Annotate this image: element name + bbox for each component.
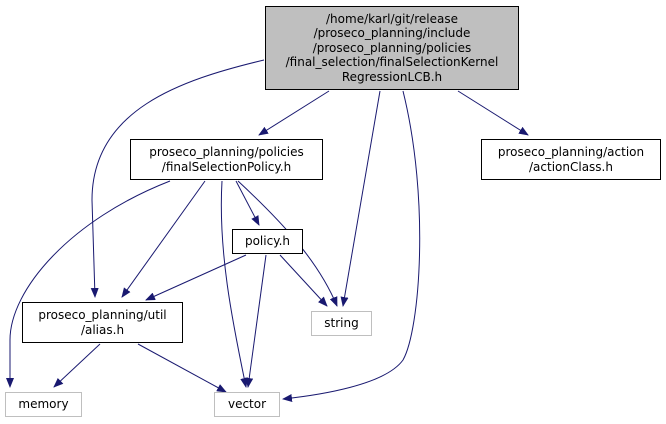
node-root-line-3: /proseco_planning/policies <box>312 40 472 55</box>
edge-root-to-vector <box>282 90 421 403</box>
edge-final-selection-policy-to-policy <box>235 180 260 226</box>
node-vector-line-1: vector <box>227 397 267 412</box>
node-root[interactable]: /home/karl/git/release /proseco_planning… <box>265 6 519 90</box>
edge-root-to-alias <box>90 59 265 298</box>
node-action-class-line-1: proseco_planning/action <box>497 145 645 159</box>
node-alias[interactable]: proseco_planning/util /alias.h <box>22 302 183 343</box>
edge-policy-to-vector <box>245 254 267 388</box>
node-root-line-5: RegressionLCB.h <box>341 69 443 84</box>
node-string[interactable]: string <box>311 311 372 336</box>
node-final-selection-policy[interactable]: proseco_planning/policies /finalSelectio… <box>130 139 323 180</box>
node-policy[interactable]: policy.h <box>232 229 303 254</box>
node-root-line-4: /final_selection/finalSelectionKernel <box>285 55 499 70</box>
node-string-line-1: string <box>324 316 359 331</box>
node-policy-line-1: policy.h <box>244 234 291 249</box>
edge-final-selection-policy-to-memory <box>6 180 171 388</box>
edge-alias-to-vector <box>137 343 227 393</box>
edge-root-to-string <box>340 90 381 307</box>
node-vector[interactable]: vector <box>214 392 280 417</box>
node-action-class[interactable]: proseco_planning/action /actionClass.h <box>481 139 661 180</box>
edge-policy-to-alias <box>145 254 247 301</box>
node-root-line-2: /proseco_planning/include <box>313 26 471 41</box>
edge-root-to-final-selection-policy <box>258 90 330 136</box>
node-memory-line-1: memory <box>18 397 69 412</box>
node-action-class-line-2: /actionClass.h <box>529 159 613 174</box>
node-alias-line-1: proseco_planning/util <box>38 308 167 322</box>
node-final-selection-policy-line-2: /finalSelectionPolicy.h <box>161 159 292 174</box>
node-alias-line-2: /alias.h <box>80 322 125 337</box>
node-final-selection-policy-line-1: proseco_planning/policies <box>149 145 304 159</box>
edge-policy-to-string <box>279 254 328 307</box>
edge-final-selection-policy-to-alias <box>121 180 206 298</box>
edge-final-selection-policy-to-vector <box>220 180 249 388</box>
node-memory[interactable]: memory <box>5 392 82 417</box>
edge-layer <box>6 59 529 403</box>
node-root-line-1: /home/karl/git/release <box>326 11 458 26</box>
edge-root-to-action-class <box>457 90 529 136</box>
edge-alias-to-memory <box>53 343 101 388</box>
